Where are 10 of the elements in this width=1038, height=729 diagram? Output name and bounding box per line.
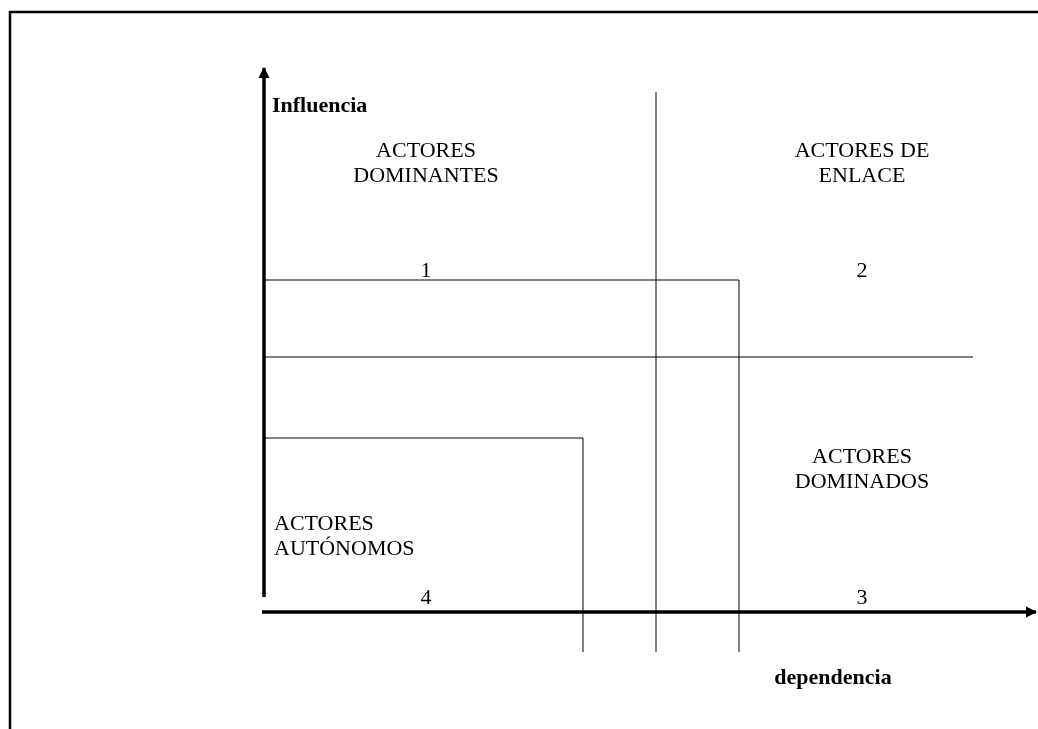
quadrant-label: ACTORES AUTÓNOMOS <box>274 510 416 560</box>
quadrant-number: 4 <box>419 584 433 609</box>
axis-label: Influencia <box>272 92 369 117</box>
quadrant-label: ACTORES DE ENLACE <box>793 137 931 187</box>
quadrant-label: ACTORES DOMINADOS <box>793 443 931 493</box>
quadrant-number: 2 <box>855 257 869 282</box>
axis-label: dependencia <box>773 664 893 689</box>
quadrant-label: ACTORES DOMINANTES <box>352 137 500 187</box>
quadrant-number: 3 <box>855 584 869 609</box>
quadrant-number: 1 <box>419 257 433 282</box>
